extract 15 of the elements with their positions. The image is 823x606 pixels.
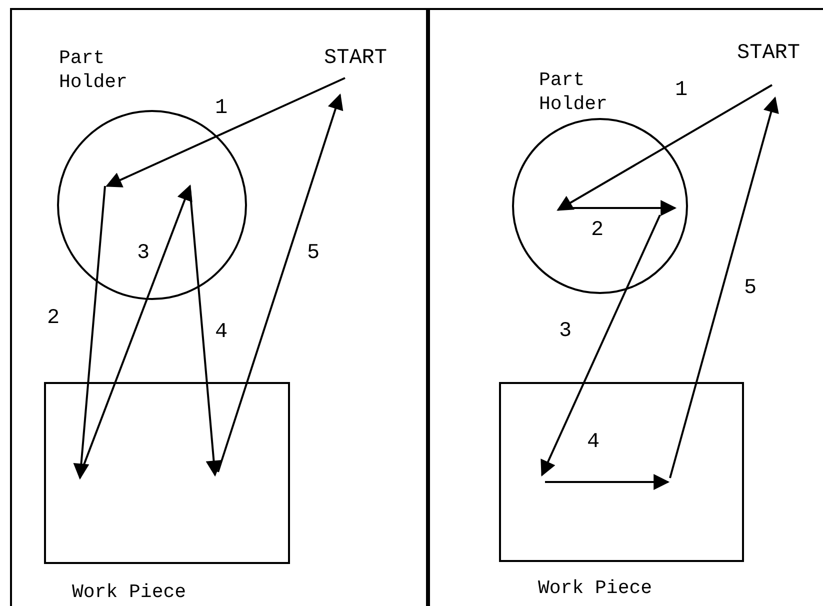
holder-label: Part Holder xyxy=(539,68,608,116)
workpiece-label: Work Piece xyxy=(72,580,186,604)
arrow xyxy=(106,77,346,188)
arrow xyxy=(545,474,670,490)
arrow xyxy=(570,200,677,216)
start-label: START xyxy=(737,42,823,70)
arrow xyxy=(73,186,106,480)
arrow xyxy=(540,214,661,476)
workpiece-label: Work Piece xyxy=(538,576,652,600)
arrow xyxy=(556,84,772,211)
holder-label: Part Holder xyxy=(59,46,128,94)
arrow xyxy=(189,190,222,477)
arrow xyxy=(669,96,779,478)
arrow xyxy=(217,93,344,472)
start-label: START xyxy=(324,47,419,75)
